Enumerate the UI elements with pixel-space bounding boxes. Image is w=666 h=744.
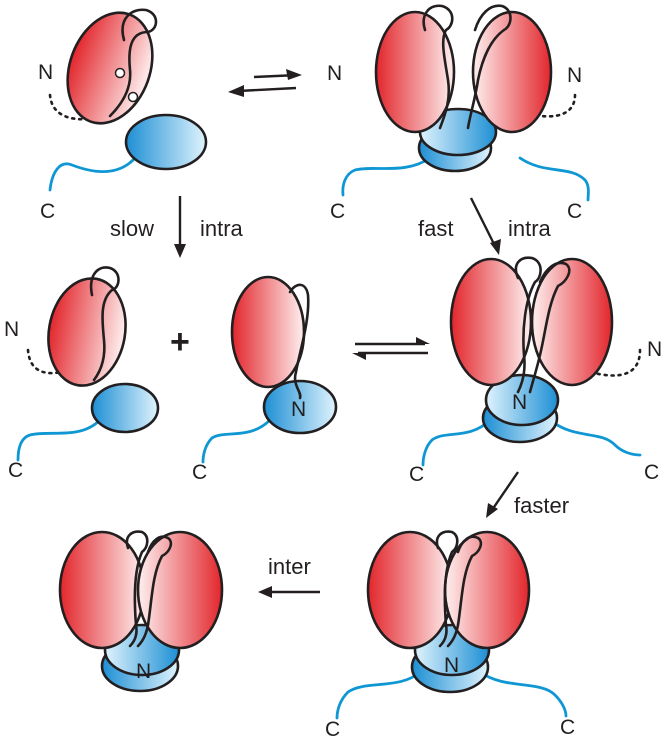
faster-label: faster bbox=[514, 493, 569, 518]
c-terminus-label: C bbox=[40, 200, 55, 223]
c-terminus-label: C bbox=[192, 461, 207, 484]
monomer-intermediate: N C bbox=[4, 266, 160, 482]
fast-label: fast bbox=[418, 216, 453, 241]
inter-label: inter bbox=[268, 554, 311, 579]
c-terminus-label: C bbox=[325, 718, 340, 741]
slow-label: slow bbox=[110, 216, 154, 241]
c-terminus-label: C bbox=[409, 463, 424, 486]
n-terminus-label: N bbox=[647, 338, 662, 361]
intra-label: intra bbox=[200, 216, 244, 241]
monomer-unfolded: N C bbox=[38, 8, 208, 223]
c-terminus-label: C bbox=[644, 461, 659, 484]
arrow-faster: faster bbox=[486, 471, 569, 518]
n-terminus-label: N bbox=[38, 61, 53, 84]
n-terminus-label: N bbox=[327, 62, 342, 85]
intra-label: intra bbox=[508, 216, 552, 241]
equilibrium-arrows-top bbox=[228, 69, 302, 97]
n-terminus-label: N bbox=[444, 654, 459, 677]
c-terminus-label: C bbox=[560, 716, 575, 739]
dimer-intermediate: N N C C bbox=[409, 256, 662, 486]
dimer-folded: N C C bbox=[325, 530, 575, 741]
c-terminus-label: C bbox=[330, 200, 345, 223]
c-terminus-label: C bbox=[567, 200, 582, 223]
arrow-fast-intra: fast intra bbox=[418, 197, 552, 255]
monomer-folded: N C bbox=[192, 275, 338, 484]
arrow-inter: inter bbox=[258, 554, 320, 598]
n-terminus-label: N bbox=[512, 391, 527, 414]
dimer-native: N bbox=[58, 530, 224, 693]
plus-sign: + bbox=[170, 323, 190, 361]
dimer-unfolded: N N C C bbox=[327, 4, 590, 223]
n-terminus-label: N bbox=[4, 318, 19, 341]
equilibrium-arrows-middle bbox=[352, 337, 430, 360]
arrow-slow-intra: slow intra bbox=[110, 196, 244, 258]
c-terminus-label: C bbox=[8, 459, 23, 482]
n-terminus-label: N bbox=[567, 64, 582, 87]
n-terminus-label: N bbox=[291, 398, 306, 421]
n-terminus-label: N bbox=[136, 660, 151, 683]
